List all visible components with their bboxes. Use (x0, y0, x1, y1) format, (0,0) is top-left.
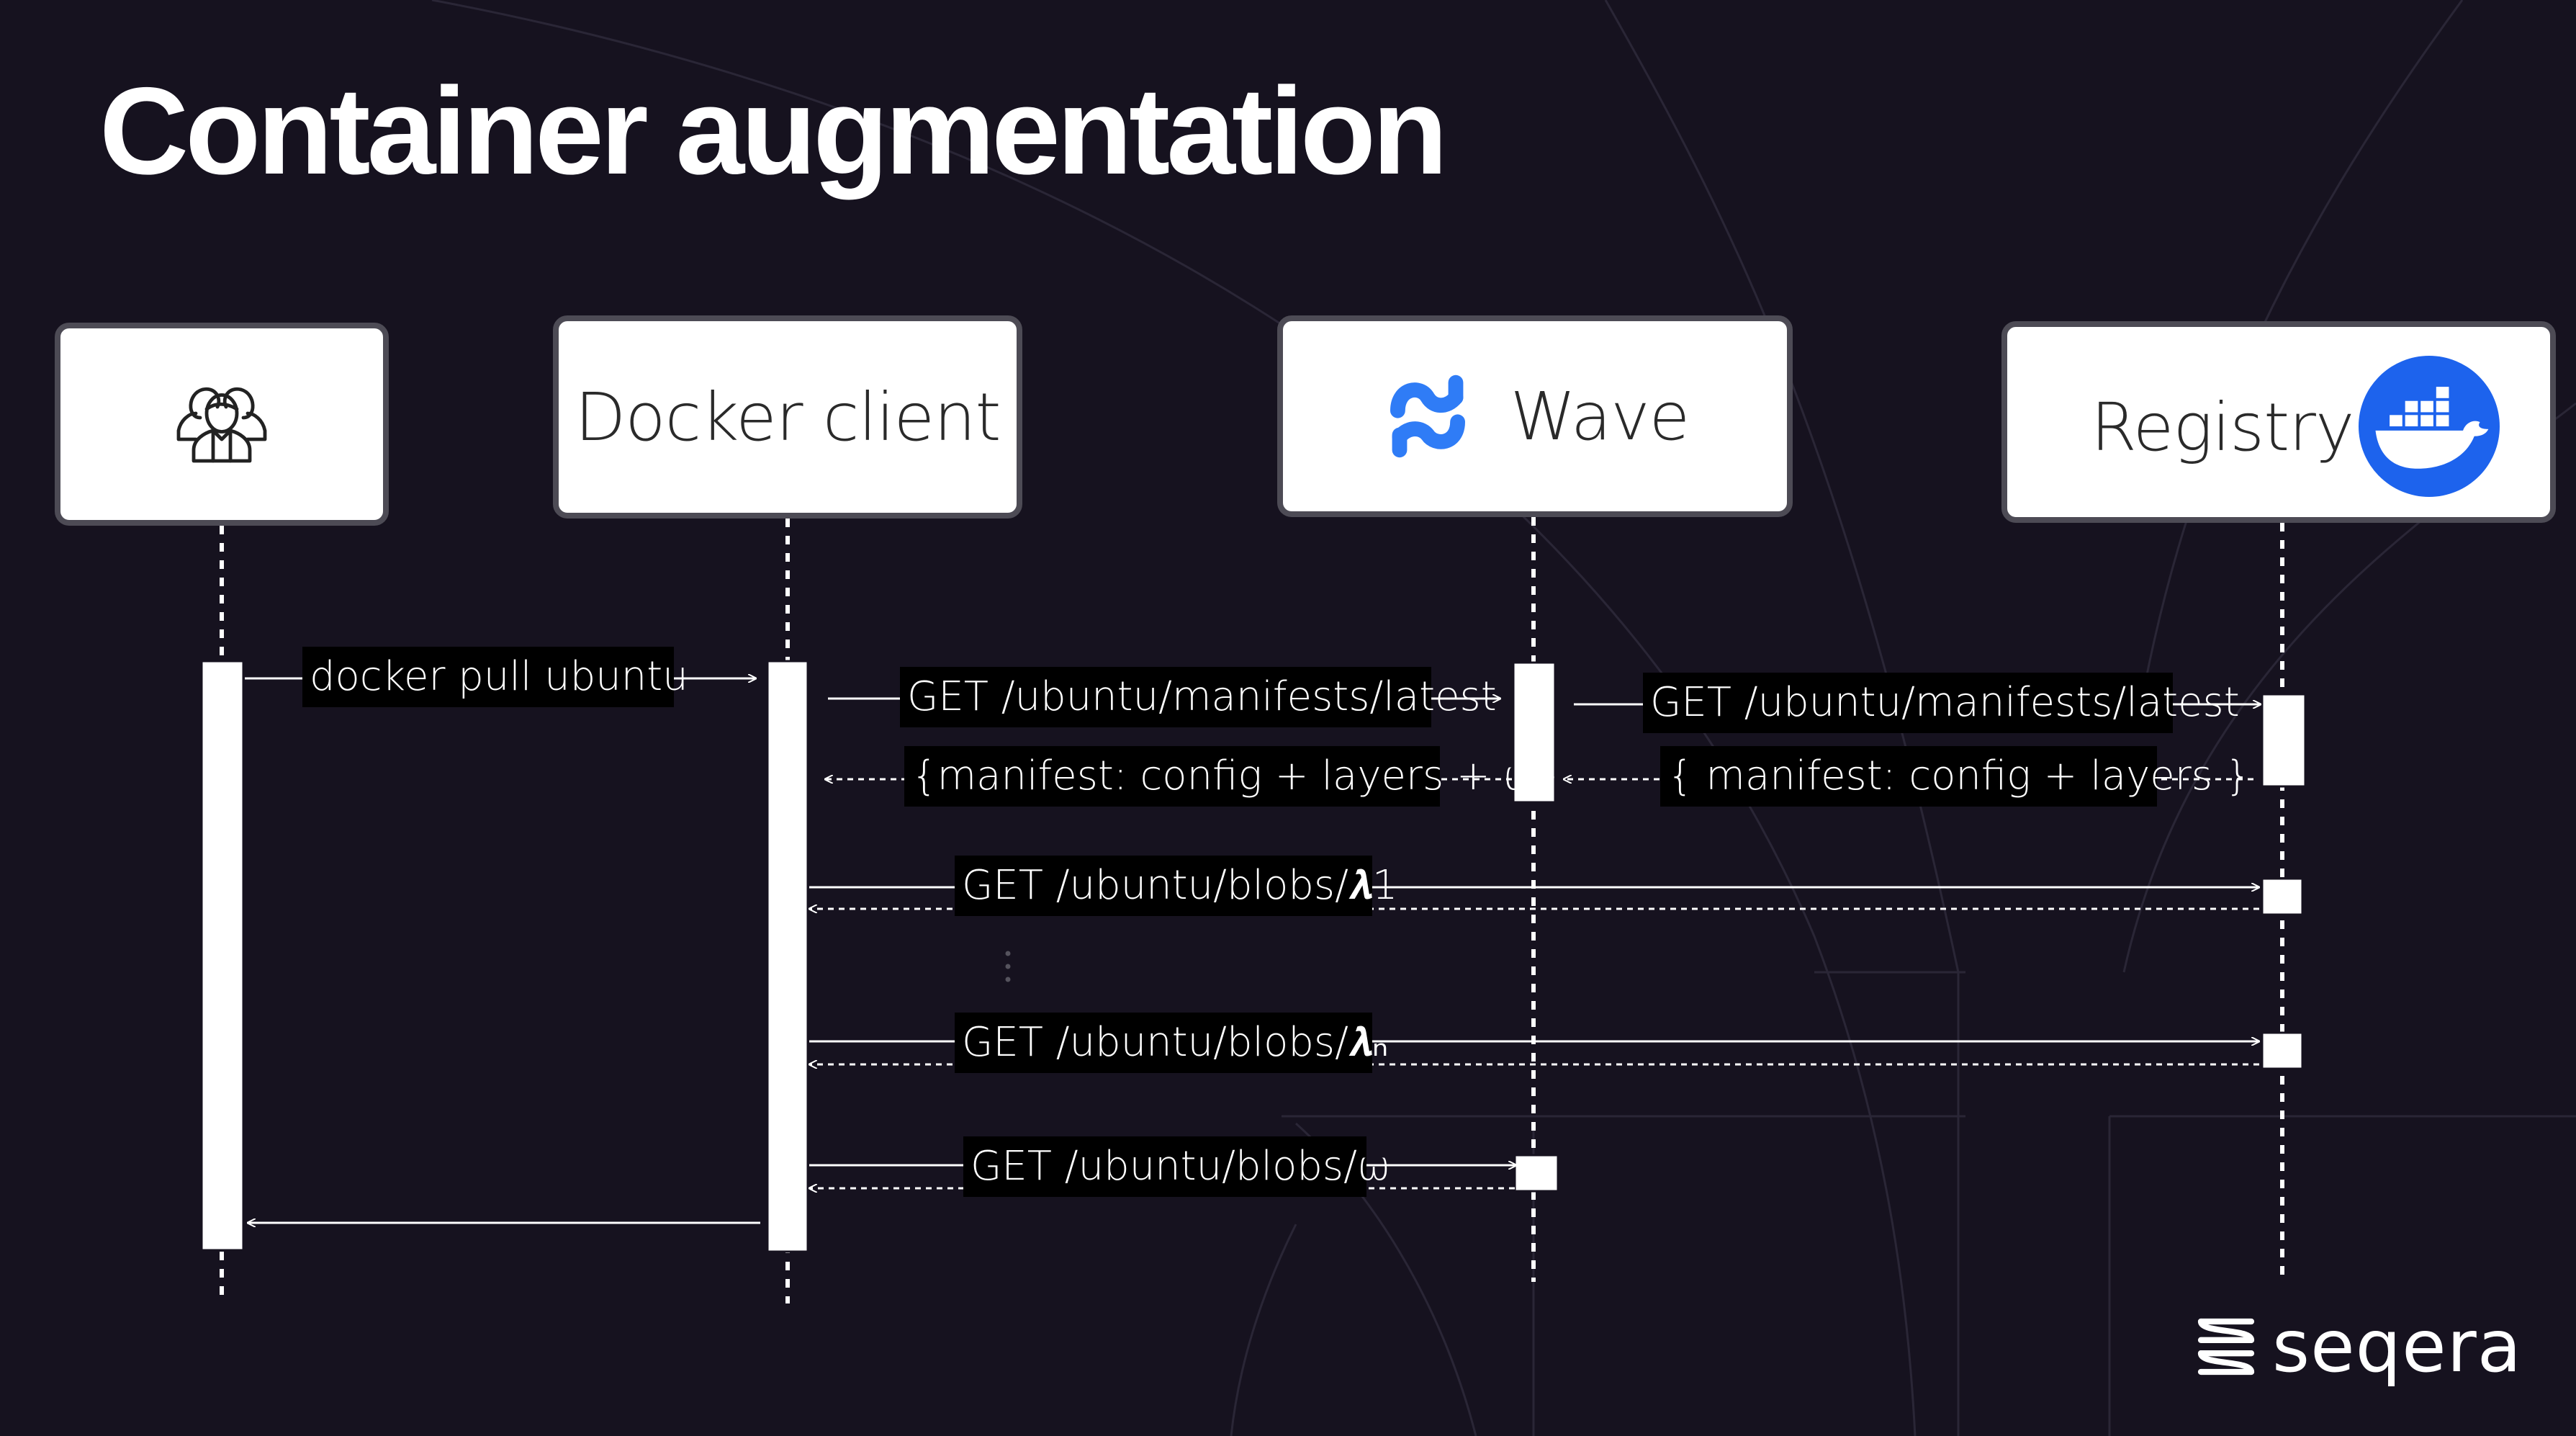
msg-get-blob-omega: GET /ubuntu/blobs/ω (963, 1136, 1391, 1197)
msg-get-manifest-registry: GET /ubuntu/manifests/latest (1643, 673, 2240, 733)
wave-logo-icon (1390, 374, 1465, 458)
msg-manifest-original: { manifest: config + layers } (1660, 746, 2251, 807)
msg-get-blob-1: GET /ubuntu/blobs/𝝀1 (955, 856, 1398, 916)
seqera-logo: seqera (2193, 1311, 2522, 1383)
wave-activation-blob-omega (1513, 1154, 1559, 1193)
registry-label: Registry (2091, 389, 2354, 466)
registry-activation-blob-1 (2261, 877, 2304, 916)
participant-user (55, 323, 389, 526)
wave-activation-manifest (1512, 661, 1557, 804)
msg-manifest-augmented: {manifest: config + layers + ω} (904, 746, 1562, 807)
docker-client-label: Docker client (575, 378, 1001, 456)
msg-get-blob-n: GET /ubuntu/blobs/𝝀ₙ (955, 1013, 1388, 1073)
participant-docker-client: Docker client (553, 315, 1022, 519)
user-activation (200, 660, 245, 1252)
more-requests-ellipsis (1005, 951, 1011, 982)
registry-activation-manifest (2261, 693, 2307, 788)
user-group-icon (176, 387, 267, 463)
registry-activation-blob-n (2261, 1031, 2304, 1070)
participant-registry: Registry (2001, 321, 2556, 523)
wave-label: Wave (1510, 377, 1690, 455)
docker-whale-icon (2359, 356, 2500, 497)
page-title: Container augmentation (99, 62, 1448, 200)
docker-client-activation (766, 660, 809, 1253)
seqera-logo-icon (2197, 1318, 2255, 1376)
participant-wave: Wave (1277, 315, 1793, 517)
msg-docker-pull: docker pull ubuntu (302, 647, 688, 707)
brand-name: seqera (2272, 1304, 2523, 1388)
msg-get-manifest-wave: GET /ubuntu/manifests/latest (900, 667, 1497, 727)
